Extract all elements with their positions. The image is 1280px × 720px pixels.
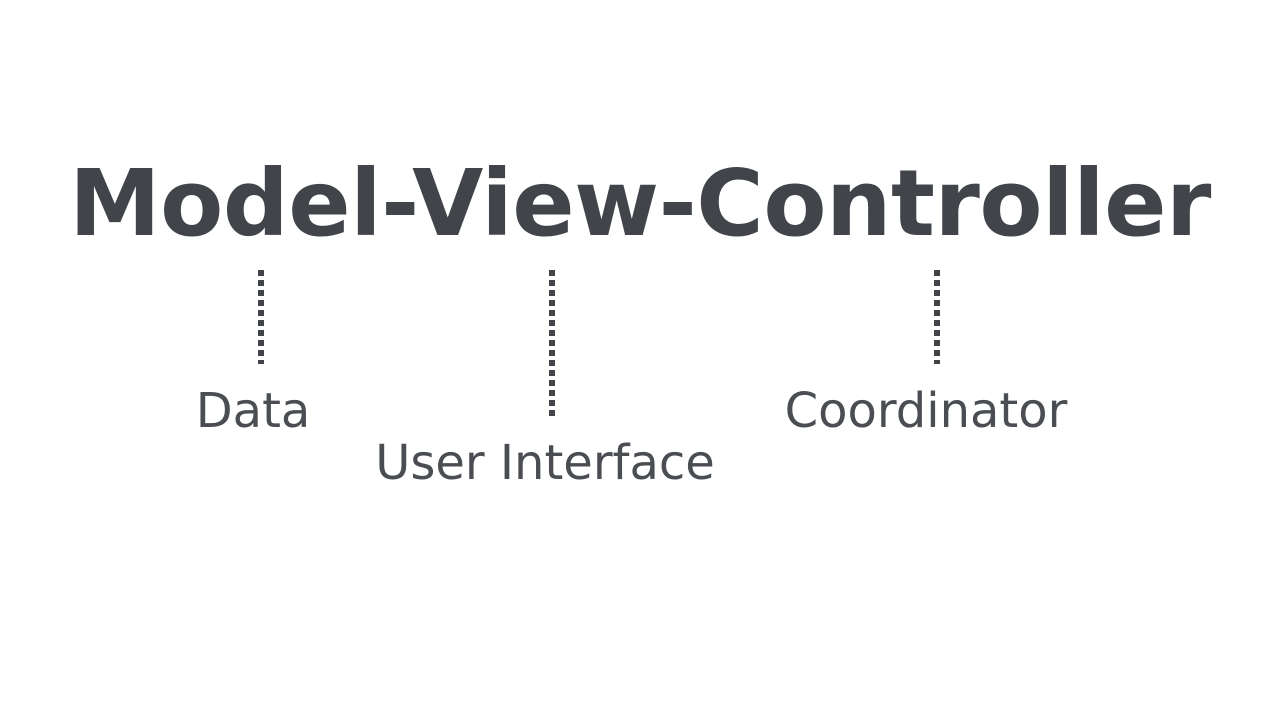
model-connector-line (258, 270, 264, 364)
page-title: Model-View-Controller (69, 150, 1211, 257)
model-description-label: Data (195, 383, 311, 439)
controller-connector-line (934, 270, 940, 364)
view-description-label: User Interface (375, 435, 715, 491)
controller-description-label: Coordinator (784, 383, 1068, 439)
view-connector-line (549, 270, 555, 417)
